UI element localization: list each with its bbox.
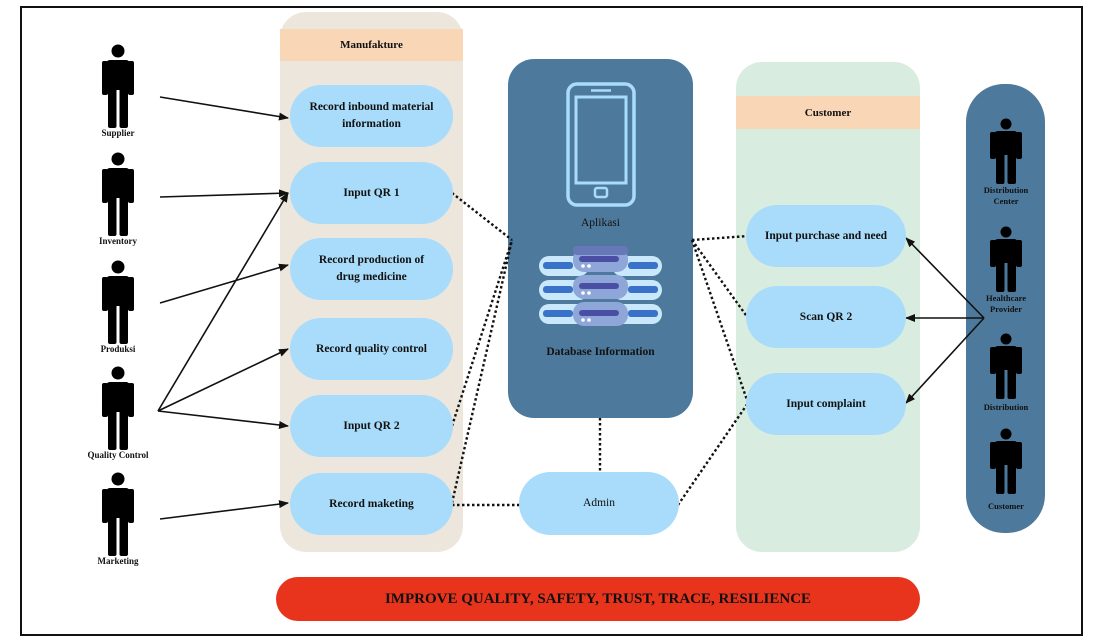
stakeholder-text: Healthcare — [986, 293, 1026, 303]
database-label: Database Information — [546, 346, 655, 358]
stakeholder-text: Distribution — [983, 185, 1029, 195]
arrow-produksi-production — [159, 263, 289, 304]
process-record-production: Record production of drug medicine — [290, 238, 453, 300]
actor-inventory: Inventory — [99, 236, 137, 246]
dotted-db-purchase — [691, 234, 749, 242]
quality-control-person-icon — [102, 366, 134, 450]
dotted-qr2-db — [450, 239, 514, 427]
produksi-person-icon — [102, 260, 134, 344]
process-text: Record production of — [318, 254, 425, 267]
actor-quality-control: Quality Control — [87, 450, 149, 460]
phone-icon — [566, 82, 636, 207]
arrow-healthcare-purchase — [905, 237, 985, 319]
customer-person-icon — [990, 428, 1022, 494]
distribution-center-person-icon — [990, 118, 1022, 184]
healthcare-provider-person-icon — [990, 226, 1022, 292]
dotted-db-complaint — [690, 239, 750, 404]
process-text: Record inbound material — [309, 101, 434, 114]
stakeholder-text: Center — [993, 196, 1019, 207]
diagram-frame — [20, 6, 1083, 636]
process-record-maketing: Record maketing — [290, 473, 453, 535]
process-text: drug medicine — [336, 271, 407, 283]
process-input-complaint: Input complaint — [746, 373, 906, 435]
process-text: information — [342, 118, 401, 130]
process-scan-qr2: Scan QR 2 — [746, 286, 906, 348]
actor-supplier: Supplier — [101, 128, 135, 138]
process-input-qr2: Input QR 2 — [290, 395, 453, 457]
stakeholder-distribution: Distribution — [983, 402, 1029, 412]
distribution-person-icon — [990, 333, 1022, 399]
actor-produksi: Produksi — [100, 344, 136, 354]
process-input-qr1: Input QR 1 — [290, 162, 453, 224]
arrow-qc-quality — [157, 348, 289, 412]
goals-banner: IMPROVE QUALITY, SAFETY, TRUST, TRACE, R… — [276, 577, 920, 621]
process-input-purchase: Input purchase and need — [746, 205, 906, 267]
process-record-inbound: Record inbound material information — [290, 85, 453, 147]
dotted-admin-complaint — [677, 402, 749, 506]
stakeholder-text: Provider — [990, 304, 1022, 315]
supplier-person-icon — [102, 44, 134, 128]
inventory-person-icon — [102, 152, 134, 236]
arrow-qc-qr1 — [157, 192, 289, 412]
manufakture-header: Manufakture — [280, 29, 463, 61]
arrow-inventory-qr1 — [159, 189, 289, 198]
marketing-person-icon — [102, 472, 134, 556]
dotted-maketing-db — [450, 239, 514, 504]
process-record-quality-control: Record quality control — [290, 318, 453, 380]
admin-node: Admin — [519, 472, 679, 535]
arrow-qc-qr2 — [157, 410, 289, 429]
actor-marketing: Marketing — [97, 556, 139, 566]
database-server-icon — [539, 246, 662, 326]
customer-header: Customer — [736, 96, 920, 129]
arrow-healthcare-complaint — [905, 317, 985, 404]
dotted-db-scan — [691, 239, 749, 319]
dotted-qr1-db — [451, 192, 513, 241]
stakeholder-customer: Customer — [988, 501, 1024, 511]
arrow-marketing-maketing — [159, 500, 289, 520]
app-label: Aplikasi — [581, 217, 620, 229]
arrow-supplier-inbound — [159, 96, 289, 121]
